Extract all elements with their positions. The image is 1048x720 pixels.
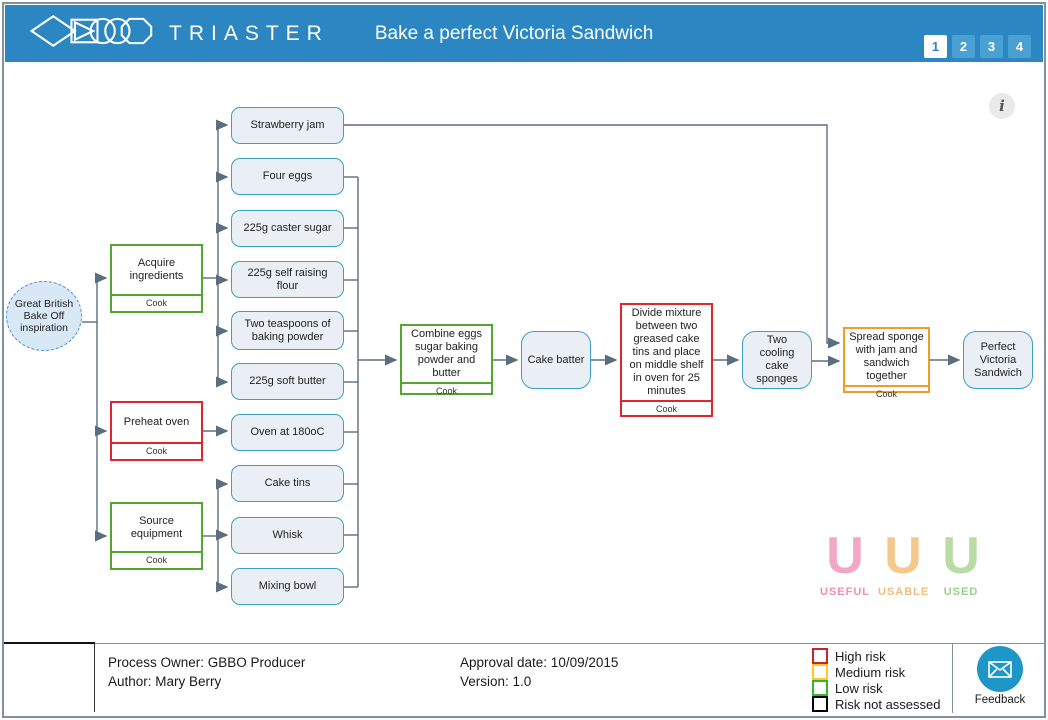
not-assessed-swatch-icon bbox=[812, 696, 828, 712]
deliverable-label: Two cooling cake sponges bbox=[756, 334, 798, 385]
activity-label: Combine eggs sugar baking powder and but… bbox=[411, 328, 482, 379]
activity-role: Cook bbox=[112, 551, 201, 568]
deliverable-caster-sugar[interactable]: 225g caster sugar bbox=[231, 210, 344, 247]
legend-low-risk: Low risk bbox=[812, 680, 941, 696]
u-letter-icon: U bbox=[826, 527, 864, 585]
deliverable-label: Perfect Victoria Sandwich bbox=[974, 340, 1022, 379]
start-node-label: Great British Bake Off inspiration bbox=[14, 298, 74, 334]
process-meta-right: Approval date: 10/09/2015 Version: 1.0 bbox=[460, 653, 618, 691]
low-risk-swatch-icon bbox=[812, 680, 828, 696]
activity-role: Cook bbox=[845, 385, 928, 402]
activity-role: Cook bbox=[402, 382, 491, 399]
approval-date: Approval date: 10/09/2015 bbox=[460, 655, 619, 670]
deliverable-soft-butter[interactable]: 225g soft butter bbox=[231, 363, 344, 400]
deliverable-label: Oven at 180oC bbox=[250, 426, 325, 438]
activity-role: Cook bbox=[112, 442, 201, 459]
footer-left-box bbox=[4, 642, 95, 712]
deliverable-label: Two teaspoons of baking powder bbox=[244, 317, 331, 343]
deliverable-label: Four eggs bbox=[262, 170, 313, 182]
deliverable-label: Mixing bowl bbox=[258, 580, 317, 592]
page-tab-4[interactable]: 4 bbox=[1008, 35, 1031, 58]
deliverable-label: 225g soft butter bbox=[249, 375, 326, 387]
medium-risk-swatch-icon bbox=[812, 664, 828, 680]
deliverable-label: 225g caster sugar bbox=[243, 222, 332, 234]
watermark-useful: U USEFUL bbox=[820, 527, 870, 598]
activity-acquire-ingredients[interactable]: Acquire ingredients Cook bbox=[110, 244, 203, 313]
legend-high-risk: High risk bbox=[812, 648, 941, 664]
deliverable-perfect-victoria-sandwich[interactable]: Perfect Victoria Sandwich bbox=[963, 331, 1033, 389]
page-tab-2[interactable]: 2 bbox=[952, 35, 975, 58]
deliverable-strawberry-jam[interactable]: Strawberry jam bbox=[231, 107, 344, 144]
activity-label: Spread sponge with jam and sandwich toge… bbox=[849, 331, 924, 382]
activity-label: Preheat oven bbox=[123, 416, 190, 428]
legend-label: Medium risk bbox=[835, 664, 906, 680]
version: Version: 1.0 bbox=[460, 674, 532, 689]
start-node-inspiration[interactable]: Great British Bake Off inspiration bbox=[6, 281, 82, 351]
envelope-icon[interactable] bbox=[977, 646, 1023, 692]
watermark-used: U USED bbox=[936, 528, 986, 598]
triaster-logo-icon bbox=[29, 11, 159, 56]
high-risk-swatch-icon bbox=[812, 648, 828, 664]
brand-name: TRIASTER bbox=[169, 21, 329, 45]
deliverable-label: Whisk bbox=[272, 529, 303, 541]
activity-role: Cook bbox=[622, 400, 711, 417]
u-letter-icon: U bbox=[942, 527, 980, 585]
watermark-usable: U USABLE bbox=[878, 527, 930, 598]
feedback-label: Feedback bbox=[974, 694, 1026, 706]
activity-divide-mixture[interactable]: Divide mixture between two greased cake … bbox=[620, 303, 713, 417]
activity-label: Acquire ingredients bbox=[129, 257, 184, 282]
deliverable-label: Strawberry jam bbox=[250, 119, 325, 131]
activity-source-equipment[interactable]: Source equipment Cook bbox=[110, 502, 203, 570]
info-icon[interactable]: i bbox=[989, 93, 1015, 119]
deliverable-whisk[interactable]: Whisk bbox=[231, 517, 344, 554]
legend-label: Risk not assessed bbox=[835, 696, 941, 712]
deliverable-label: Cake tins bbox=[264, 477, 311, 489]
deliverable-label: Cake batter bbox=[527, 353, 585, 366]
deliverable-four-eggs[interactable]: Four eggs bbox=[231, 158, 344, 195]
activity-spread-sponge[interactable]: Spread sponge with jam and sandwich toge… bbox=[843, 327, 930, 399]
deliverable-cooling-sponges[interactable]: Two cooling cake sponges bbox=[742, 331, 812, 389]
legend-not-assessed: Risk not assessed bbox=[812, 696, 941, 712]
legend-medium-risk: Medium risk bbox=[812, 664, 941, 680]
risk-legend: High risk Medium risk Low risk Risk not … bbox=[812, 648, 941, 712]
footer-divider-line bbox=[4, 643, 1044, 644]
process-meta-left: Process Owner: GBBO Producer Author: Mar… bbox=[108, 653, 305, 691]
header-bar: TRIASTER Bake a perfect Victoria Sandwic… bbox=[5, 5, 1043, 62]
deliverable-baking-powder[interactable]: Two teaspoons of baking powder bbox=[231, 311, 344, 350]
page-tab-1[interactable]: 1 bbox=[924, 35, 947, 58]
deliverable-mixing-bowl[interactable]: Mixing bowl bbox=[231, 568, 344, 605]
legend-label: High risk bbox=[835, 648, 886, 664]
activity-preheat-oven[interactable]: Preheat oven Cook bbox=[110, 401, 203, 461]
page-title: Bake a perfect Victoria Sandwich bbox=[374, 22, 654, 44]
feedback-button[interactable]: Feedback bbox=[958, 646, 1042, 706]
deliverable-cake-batter[interactable]: Cake batter bbox=[521, 331, 591, 389]
deliverable-label: 225g self raising flour bbox=[247, 266, 328, 292]
activity-label: Divide mixture between two greased cake … bbox=[629, 307, 704, 397]
page-tab-3[interactable]: 3 bbox=[980, 35, 1003, 58]
legend-label: Low risk bbox=[835, 680, 883, 696]
activity-combine[interactable]: Combine eggs sugar baking powder and but… bbox=[400, 324, 493, 396]
activity-label: Source equipment bbox=[130, 514, 183, 540]
page-selector: 1 2 3 4 bbox=[924, 35, 1031, 58]
author: Author: Mary Berry bbox=[108, 674, 222, 689]
deliverable-cake-tins[interactable]: Cake tins bbox=[231, 465, 344, 502]
process-owner: Process Owner: GBBO Producer bbox=[108, 655, 306, 670]
u-letter-icon: U bbox=[884, 527, 922, 585]
activity-role: Cook bbox=[112, 294, 201, 311]
feedback-divider bbox=[952, 643, 953, 713]
deliverable-self-raising-flour[interactable]: 225g self raising flour bbox=[231, 261, 344, 298]
deliverable-oven-180[interactable]: Oven at 180oC bbox=[231, 414, 344, 451]
useful-usable-used-watermark: U USEFUL U USABLE U USED bbox=[820, 528, 986, 598]
